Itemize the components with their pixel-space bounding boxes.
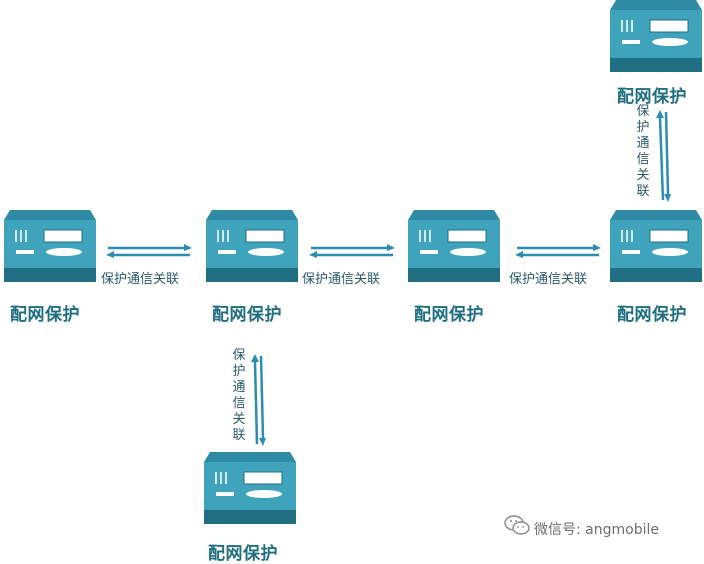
device-1-label: 配网保护 xyxy=(10,305,80,325)
device-3-label: 配网保护 xyxy=(414,305,484,325)
wechat-icon xyxy=(504,515,530,535)
device-5 xyxy=(610,0,702,72)
link-label-1-2: 保护通信关联 xyxy=(101,272,180,287)
device-1 xyxy=(4,210,96,282)
link-arrow-1-2 xyxy=(106,244,192,258)
link-arrow-5-4 xyxy=(656,110,671,202)
device-4 xyxy=(610,210,702,282)
device-2 xyxy=(206,210,298,282)
device-4-label: 配网保护 xyxy=(617,305,687,325)
link-arrow-2-6 xyxy=(251,354,266,446)
link-label-5-4: 保护通信关联 xyxy=(636,104,650,199)
device-6-label: 配网保护 xyxy=(208,544,278,564)
link-arrow-2-3 xyxy=(309,244,395,258)
link-arrow-3-4 xyxy=(515,244,601,258)
link-label-2-3: 保护通信关联 xyxy=(302,272,381,287)
device-2-label: 配网保护 xyxy=(212,305,282,325)
device-6 xyxy=(204,452,296,524)
watermark-text: 微信号: angmobile xyxy=(534,522,659,538)
device-5-label: 配网保护 xyxy=(617,87,687,107)
link-label-2-6: 保护通信关联 xyxy=(232,348,246,443)
device-3 xyxy=(408,210,500,282)
link-label-3-4: 保护通信关联 xyxy=(509,272,588,287)
